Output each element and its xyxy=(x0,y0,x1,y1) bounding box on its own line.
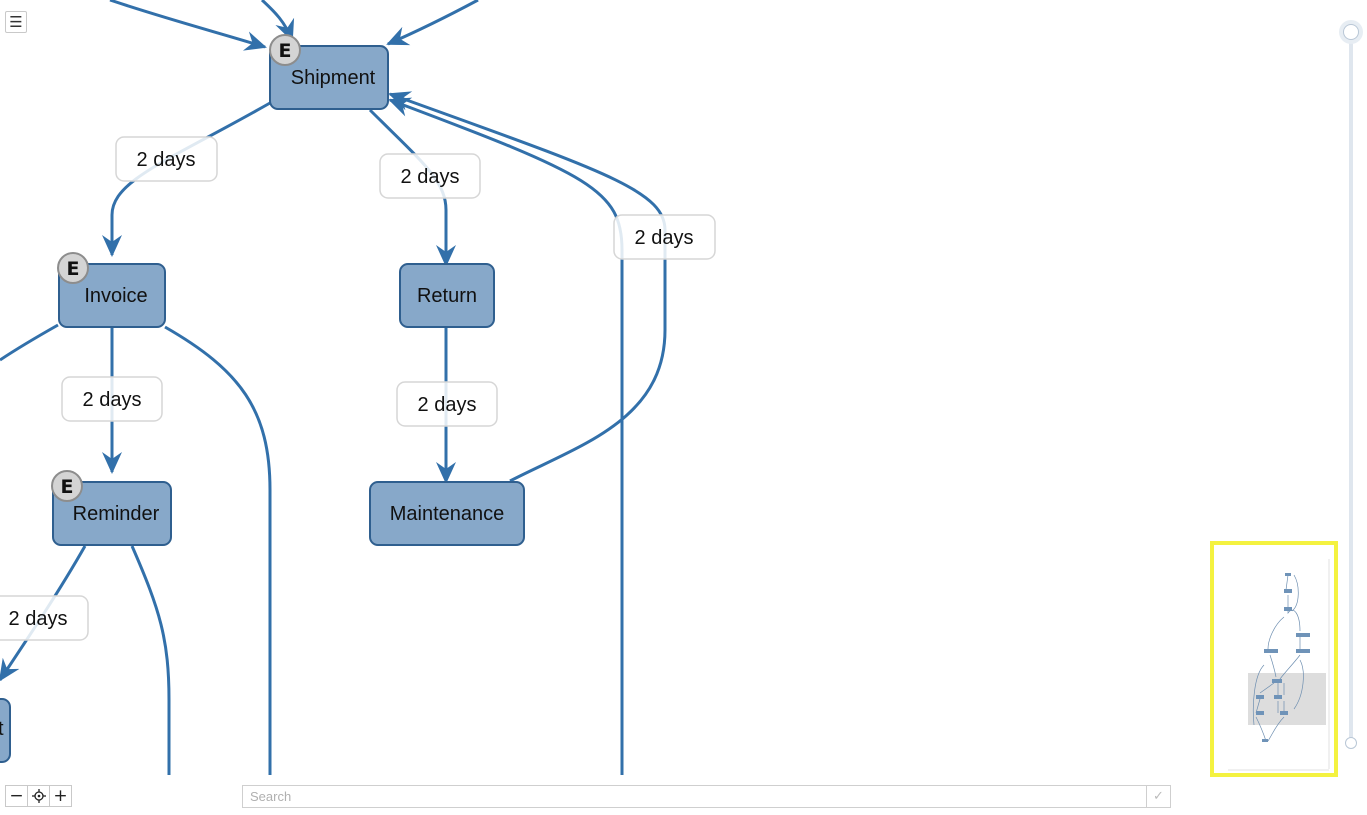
zoom-controls: − + xyxy=(5,785,72,807)
node-invoice[interactable]: Invoice E xyxy=(57,252,166,328)
edge-label-return-maintenance[interactable]: 2 days xyxy=(396,381,498,427)
checkmark-icon: ✓ xyxy=(1153,789,1164,804)
node-return[interactable]: Return xyxy=(399,263,495,328)
svg-text:Maintenance: Maintenance xyxy=(390,503,505,525)
node-invoice-badge: E xyxy=(57,252,89,284)
menu-button[interactable]: ☰ xyxy=(5,11,27,33)
crosshair-icon xyxy=(31,789,46,803)
zoom-out-button[interactable]: − xyxy=(5,785,28,807)
zoom-slider-end xyxy=(1345,737,1357,749)
svg-text:2 days: 2 days xyxy=(401,166,460,188)
svg-text:Invoice: Invoice xyxy=(84,285,147,307)
edge-incoming-top-left[interactable] xyxy=(109,0,267,51)
edge-label-maintenance-shipment[interactable]: 2 days xyxy=(613,214,716,260)
hamburger-icon: ☰ xyxy=(9,12,23,31)
search-confirm-button[interactable]: ✓ xyxy=(1146,786,1170,807)
svg-text:t: t xyxy=(0,718,4,740)
edge-label-shipment-return[interactable]: 2 days xyxy=(379,153,481,199)
search-input[interactable] xyxy=(243,786,1146,807)
zoom-in-button[interactable]: + xyxy=(49,785,72,807)
zoom-slider-handle[interactable] xyxy=(1343,24,1359,40)
node-shipment-badge: E xyxy=(269,34,301,66)
zoom-fit-button[interactable] xyxy=(27,785,50,807)
node-reminder-badge: E xyxy=(51,470,83,502)
svg-text:E: E xyxy=(61,476,74,498)
overview-minimap[interactable] xyxy=(1210,541,1338,777)
edge-label-reminder-left[interactable]: 2 days xyxy=(0,595,89,641)
search-bar: ✓ xyxy=(242,785,1171,808)
svg-text:E: E xyxy=(67,258,80,280)
plus-icon: + xyxy=(53,786,68,806)
svg-text:2 days: 2 days xyxy=(418,394,477,416)
svg-text:2 days: 2 days xyxy=(635,227,694,249)
node-reminder[interactable]: Reminder E xyxy=(51,470,172,546)
svg-text:2 days: 2 days xyxy=(83,389,142,411)
zoom-slider[interactable] xyxy=(1338,20,1364,755)
edge-incoming-top-right[interactable] xyxy=(386,0,479,46)
node-shipment[interactable]: Shipment E xyxy=(269,34,389,110)
zoom-slider-track[interactable] xyxy=(1349,32,1353,745)
svg-text:Return: Return xyxy=(417,285,477,307)
edge-reminder-down[interactable] xyxy=(130,545,171,775)
svg-text:2 days: 2 days xyxy=(9,608,68,630)
svg-text:Reminder: Reminder xyxy=(73,503,160,525)
overview-graph xyxy=(1228,559,1330,771)
edge-label-invoice-reminder[interactable]: 2 days xyxy=(61,376,163,422)
svg-text:Shipment: Shipment xyxy=(291,67,376,89)
node-partial-left[interactable]: t xyxy=(0,698,11,763)
edge-label-shipment-invoice[interactable]: 2 days xyxy=(115,136,218,182)
edge-incoming-top-center[interactable] xyxy=(260,0,295,42)
edge-invoice-left[interactable] xyxy=(0,323,59,362)
edge-invoice-down[interactable] xyxy=(164,325,272,775)
svg-text:2 days: 2 days xyxy=(137,149,196,171)
node-maintenance[interactable]: Maintenance xyxy=(369,481,525,546)
edge-lower-shipment[interactable] xyxy=(388,97,624,775)
svg-text:E: E xyxy=(279,40,292,62)
minus-icon: − xyxy=(9,786,24,806)
